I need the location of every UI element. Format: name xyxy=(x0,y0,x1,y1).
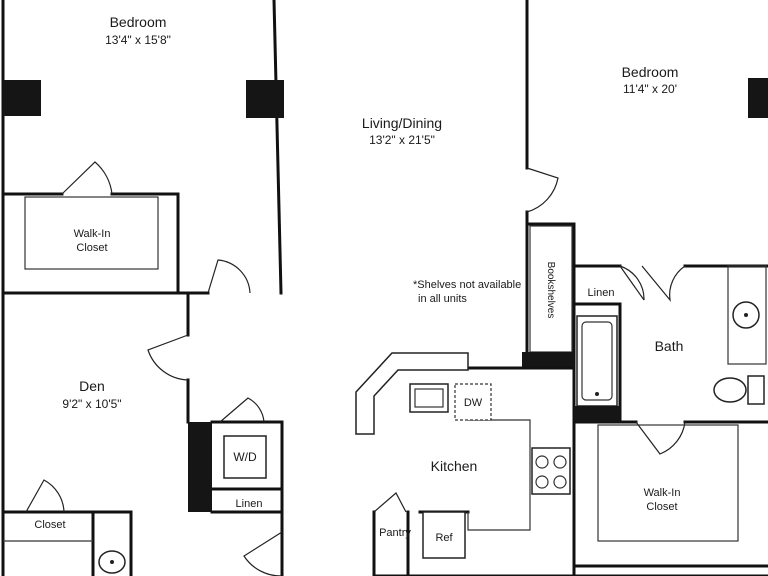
kitchen-label: Kitchen xyxy=(431,458,478,474)
bedroom-right-dims: 11'4" x 20' xyxy=(623,82,677,96)
walkin-closet-left-line1: Walk-In xyxy=(74,228,111,240)
stove-icon xyxy=(531,447,571,495)
living-dining-label: Living/Dining xyxy=(362,115,442,131)
living-walls xyxy=(372,0,768,576)
bedroom-right-label: Bedroom xyxy=(622,64,679,80)
door-hall xyxy=(243,531,283,576)
dishwasher-box xyxy=(454,383,492,421)
column-right xyxy=(748,78,768,118)
door-bath xyxy=(641,265,686,303)
column-left-a xyxy=(3,80,41,116)
kitchen-counter-island xyxy=(355,352,469,435)
door-den xyxy=(147,334,189,381)
door-bedroom-left xyxy=(207,259,251,294)
shelves-note-line1: *Shelves not available xyxy=(413,279,521,291)
door-walkin-left xyxy=(61,161,113,195)
door-washer-dryer xyxy=(219,397,265,423)
linen-bath-label: Linen xyxy=(588,287,615,299)
bookshelves-base-block xyxy=(522,352,574,368)
dishwasher-label: DW xyxy=(464,397,483,409)
bedroom-left-label: Bedroom xyxy=(110,14,167,30)
vanity-counter xyxy=(727,265,767,365)
living-dining-dims: 13'2" x 21'5" xyxy=(369,133,435,147)
door-closet xyxy=(25,479,65,513)
kitchen-counter-l xyxy=(467,419,531,531)
den-dims: 9'2" x 10'5" xyxy=(62,397,121,411)
walkin-closet-right-line2: Closet xyxy=(646,501,677,513)
bedroom-left-dims: 13'4" x 15'8" xyxy=(105,33,171,47)
shelves-note-line2: in all units xyxy=(418,293,467,305)
door-bedroom-right xyxy=(526,167,559,213)
closet-label: Closet xyxy=(34,519,65,531)
refrigerator-box xyxy=(422,511,466,559)
walkin-closet-left-line2: Closet xyxy=(76,242,107,254)
bathtub xyxy=(576,315,618,407)
door-walkin-right xyxy=(635,421,686,455)
bath-label: Bath xyxy=(655,338,684,354)
den-wall-block xyxy=(188,422,212,512)
washer-dryer-label: W/D xyxy=(233,450,257,464)
walkin-closet-right-shelf xyxy=(597,424,739,542)
pantry-label: Pantry xyxy=(379,527,411,539)
den-label: Den xyxy=(79,378,105,394)
washer-dryer-box xyxy=(223,435,267,479)
kitchen-sink-icon xyxy=(409,383,449,413)
refrigerator-label: Ref xyxy=(435,532,453,544)
column-left-b xyxy=(246,80,284,118)
door-pantry xyxy=(373,492,407,513)
bookshelves-label: Bookshelves xyxy=(545,262,556,319)
tub-wall-block xyxy=(574,406,620,422)
den-walls xyxy=(1,291,284,576)
linen-hall-label: Linen xyxy=(236,498,263,510)
toilet-icon xyxy=(713,375,765,405)
walkin-closet-right-line1: Walk-In xyxy=(644,487,681,499)
walkin-closet-left-shelf xyxy=(24,196,159,270)
door-linen-bath xyxy=(619,265,645,301)
